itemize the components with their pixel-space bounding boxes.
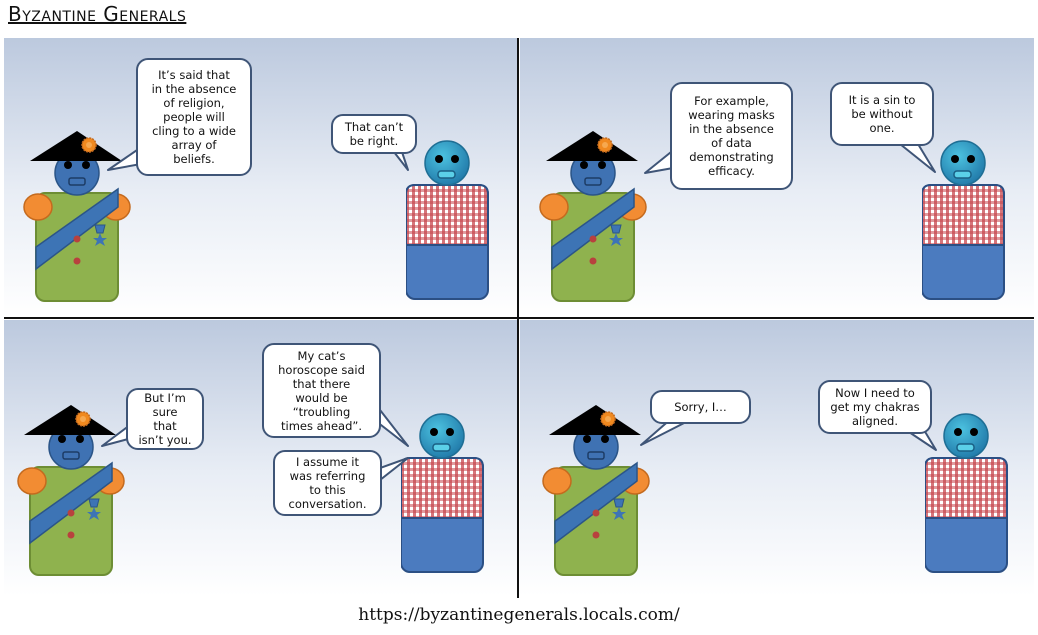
speech-bubble-citizen: It is a sin to be without one. bbox=[830, 82, 934, 146]
speech-bubble-general: It’s said that in the absence of religio… bbox=[136, 58, 252, 176]
speech-bubble-citizen: Now I need to get my chakras aligned. bbox=[818, 380, 932, 434]
speech-bubble-general: Sorry, I… bbox=[650, 390, 751, 424]
general-figure bbox=[17, 404, 125, 576]
general-figure bbox=[23, 130, 131, 302]
speech-bubble-citizen: That can’t be right. bbox=[331, 114, 417, 154]
speech-bubble-general: But I’m sure that isn’t you. bbox=[126, 388, 204, 450]
general-figure bbox=[539, 130, 647, 302]
speech-bubble-general: For example, wearing masks in the absenc… bbox=[670, 82, 793, 190]
panel-divider-horizontal bbox=[4, 317, 1034, 319]
general-figure bbox=[542, 404, 650, 576]
citizen-figure bbox=[922, 140, 1005, 300]
comic-title: Byzantine Generals bbox=[8, 2, 187, 26]
citizen-figure bbox=[925, 413, 1008, 573]
citizen-figure bbox=[401, 413, 484, 573]
speech-bubble-citizen: My cat’s horoscope said that there would… bbox=[262, 343, 381, 438]
citizen-figure bbox=[406, 140, 489, 300]
speech-bubble-citizen: I assume it was referring to this conver… bbox=[273, 450, 382, 516]
comic-url: https://byzantinegenerals.locals.com/ bbox=[358, 605, 680, 625]
